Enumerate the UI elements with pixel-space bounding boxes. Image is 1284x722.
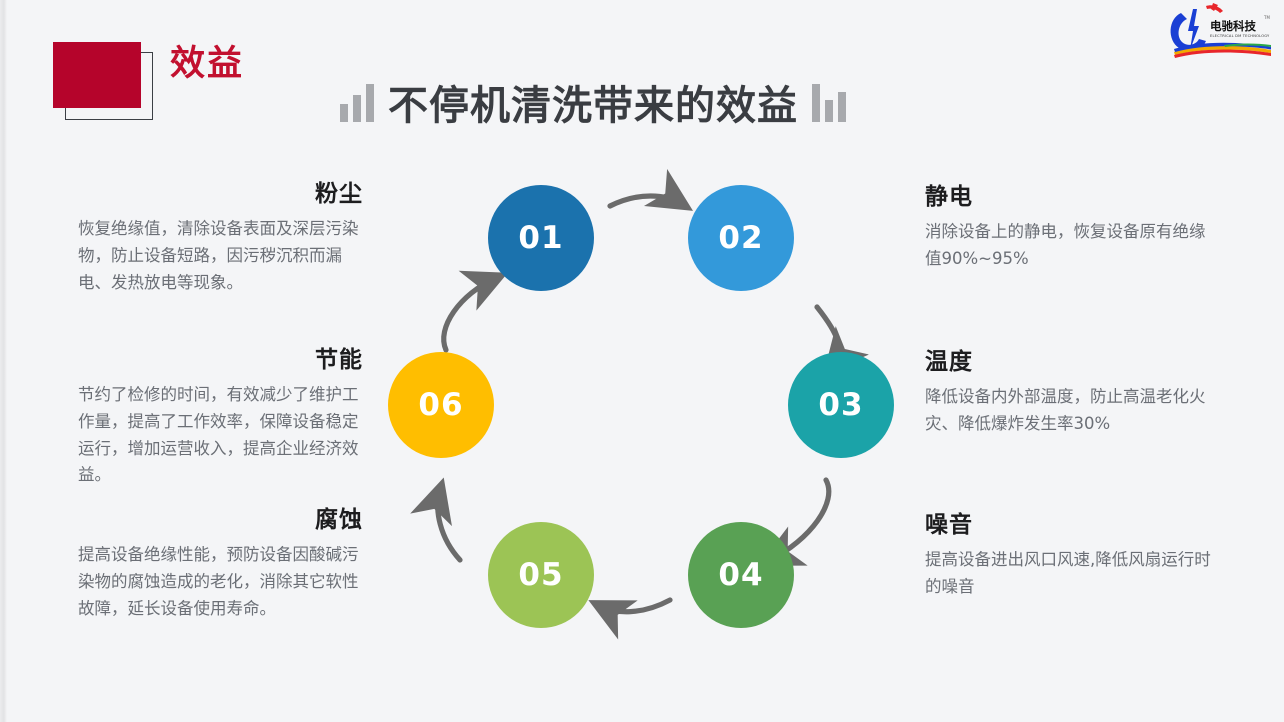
- benefit-body-energy: 节约了检修的时间，有效减少了维护工作量，提高了工作效率，保障设备稳定运行，增加运…: [78, 385, 359, 485]
- section-badge: [47, 40, 177, 122]
- company-logo: 电驰科技 ELECTRICAL DM TECHNOLOGY TM: [1170, 3, 1271, 58]
- cycle-node-01[interactable]: 01: [488, 185, 594, 291]
- benefit-heading-temperature: 温度: [925, 349, 973, 375]
- benefit-block-dust: 粉尘 恢复绝缘值，清除设备表面及深层污染物，防止设备短路，因污秽沉积而漏电、发热…: [78, 181, 363, 296]
- cycle-node-06-number: 06: [418, 387, 464, 423]
- svg-text:电驰科技: 电驰科技: [1210, 19, 1256, 33]
- left-edge-strip: [0, 0, 7, 722]
- benefit-body-dust: 恢复绝缘值，清除设备表面及深层污染物，防止设备短路，因污秽沉积而漏电、发热放电等…: [78, 219, 359, 292]
- benefit-body-temperature: 降低设备内外部温度，防止高温老化火灾、降低爆炸发生率30%: [925, 387, 1206, 434]
- page-title: 不停机清洗带来的效益: [388, 83, 798, 129]
- cycle-node-02-number: 02: [718, 220, 764, 256]
- benefit-heading-dust: 粉尘: [315, 181, 363, 207]
- benefit-heading-noise: 噪音: [925, 512, 973, 538]
- benefit-block-temperature: 温度 降低设备内外部温度，防止高温老化火灾、降低爆炸发生率30%: [925, 349, 1215, 438]
- cycle-node-04[interactable]: 04: [688, 522, 794, 628]
- benefit-body-noise: 提高设备进出风口风速,降低风扇运行时的噪音: [925, 550, 1211, 597]
- benefit-heading-corrosion: 腐蚀: [315, 507, 363, 533]
- cycle-node-03-number: 03: [818, 387, 864, 423]
- cycle-node-04-number: 04: [718, 557, 764, 593]
- benefit-block-corrosion: 腐蚀 提高设备绝缘性能，预防设备因酸碱污染物的腐蚀造成的老化，消除其它软性故障，…: [78, 507, 363, 622]
- cycle-node-03[interactable]: 03: [788, 352, 894, 458]
- benefit-heading-energy: 节能: [315, 347, 363, 373]
- benefit-body-static: 消除设备上的静电，恢复设备原有绝缘值90%~95%: [925, 222, 1206, 269]
- cycle-node-06[interactable]: 06: [388, 352, 494, 458]
- cycle-node-01-number: 01: [518, 220, 564, 256]
- benefit-body-corrosion: 提高设备绝缘性能，预防设备因酸碱污染物的腐蚀造成的老化，消除其它软性故障，延长设…: [78, 545, 359, 618]
- svg-text:TM: TM: [1263, 15, 1270, 20]
- title-block: 不停机清洗带来的效益: [340, 70, 846, 126]
- cycle-node-05-number: 05: [518, 557, 564, 593]
- cycle-diagram: 01 02 03 04 05 06: [370, 160, 910, 670]
- benefit-block-energy: 节能 节约了检修的时间，有效减少了维护工作量，提高了工作效率，保障设备稳定运行，…: [78, 347, 363, 489]
- section-badge-label: 效益: [170, 44, 245, 84]
- bar-chart-icon-right: [812, 82, 846, 126]
- benefit-heading-static: 静电: [925, 184, 973, 210]
- svg-text:ELECTRICAL DM TECHNOLOGY: ELECTRICAL DM TECHNOLOGY: [1210, 34, 1270, 38]
- benefit-block-static: 静电 消除设备上的静电，恢复设备原有绝缘值90%~95%: [925, 184, 1215, 273]
- cycle-node-02[interactable]: 02: [688, 185, 794, 291]
- bar-chart-icon-left: [340, 82, 374, 126]
- badge-filled-square: [53, 42, 141, 108]
- benefit-block-noise: 噪音 提高设备进出风口风速,降低风扇运行时的噪音: [925, 512, 1215, 601]
- cycle-node-05[interactable]: 05: [488, 522, 594, 628]
